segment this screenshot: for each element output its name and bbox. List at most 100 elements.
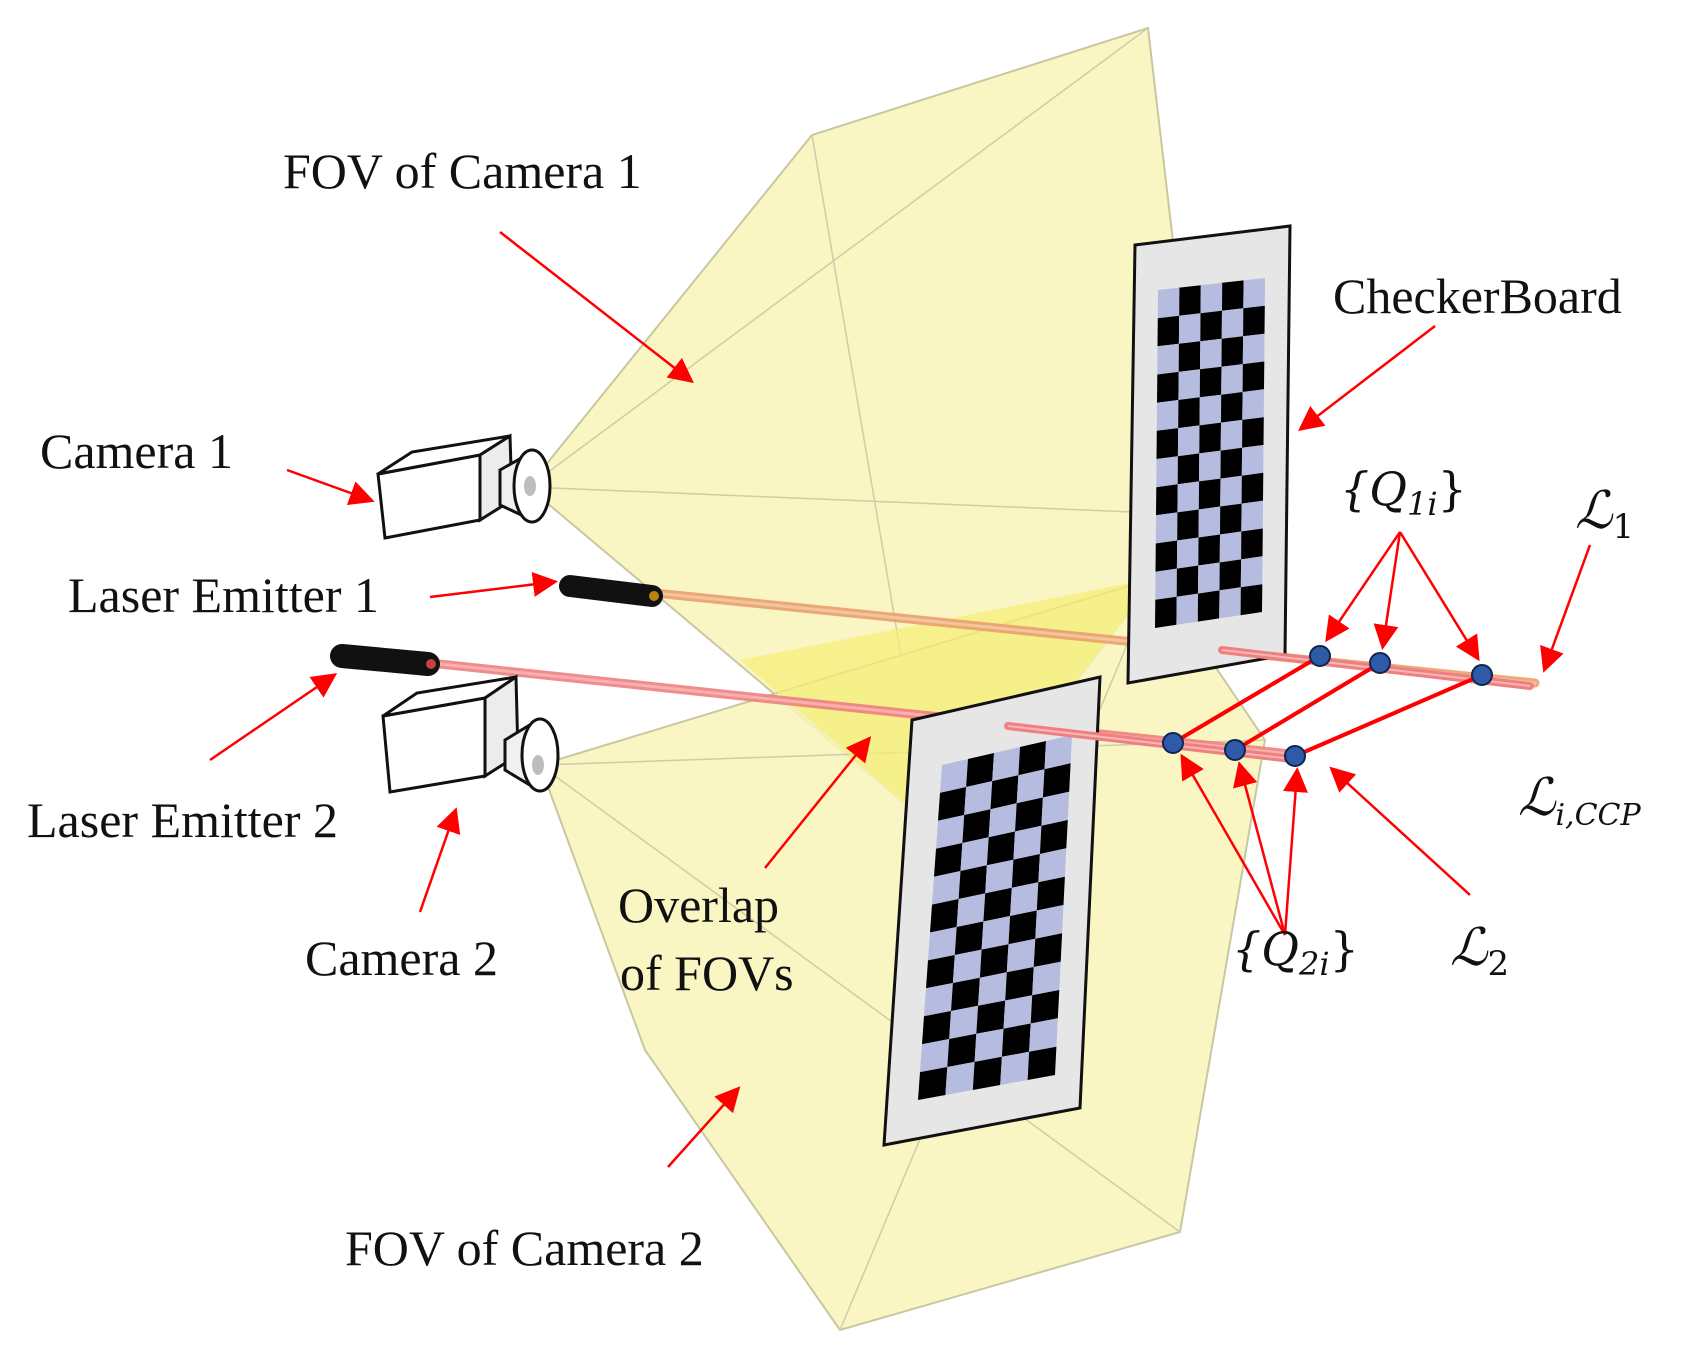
- label-overlap-line2: of FOVs: [620, 945, 794, 1001]
- label-l2: ℒ2: [1450, 918, 1509, 984]
- checkerboard-lower-cell: [960, 837, 989, 871]
- checkerboard-lower-cell: [988, 803, 1017, 838]
- checkerboard-upper-cell: [1220, 419, 1243, 451]
- checkerboard-upper-cell: [1155, 540, 1178, 572]
- point-q1-c: [1471, 664, 1493, 686]
- checkerboard-lower-cell: [958, 865, 987, 899]
- checkerboard-upper-cell: [1221, 336, 1244, 367]
- checkerboard-upper-cell: [1220, 503, 1242, 535]
- checkerboard-upper-cell: [1156, 456, 1178, 488]
- checkerboard-upper-cell: [1156, 428, 1179, 459]
- label-q2i-close: }: [1330, 922, 1359, 976]
- checkerboard-lower-cell: [986, 831, 1015, 866]
- checkerboard-upper-cell: [1197, 590, 1220, 622]
- checkerboard-lower-cell: [1033, 933, 1063, 967]
- checkerboard-lower-cell: [926, 955, 955, 989]
- checkerboard-upper-cell: [1157, 287, 1180, 319]
- arrow-q1-a: [1325, 531, 1402, 643]
- checkerboard-lower-cell: [1010, 882, 1039, 916]
- label-l1-sub: 1: [1612, 507, 1634, 547]
- checkerboard-upper-cell: [1178, 397, 1200, 429]
- checkerboard-lower-cell: [951, 977, 980, 1011]
- checkerboard-lower-cell: [972, 1056, 1002, 1090]
- label-fov-camera-1: FOV of Camera 1: [283, 143, 642, 199]
- checkerboard-lower-cell: [1032, 961, 1061, 996]
- laser-emitter-2-icon: [330, 644, 440, 676]
- checkerboard-lower-cell: [1035, 905, 1064, 939]
- point-q2-c: [1284, 745, 1306, 767]
- checkerboard-lower-cell: [1018, 741, 1046, 776]
- checkerboard-lower-cell: [981, 916, 1011, 950]
- checkerboard-lower-cell: [1027, 1046, 1057, 1080]
- label-q1i: {Q1i}: [1340, 462, 1467, 523]
- checkerboard-upper-cell: [1221, 364, 1243, 395]
- label-fov-camera-2: FOV of Camera 2: [345, 1220, 704, 1276]
- laser-emitter-1-icon: [559, 575, 663, 607]
- checkerboard-lower-cell: [928, 927, 957, 961]
- checkerboard-upper-cell: [1243, 305, 1265, 337]
- checkerboard-upper: [1126, 224, 1292, 685]
- label-q2i: {Q2i}: [1232, 922, 1359, 983]
- checkerboard-upper-cell: [1221, 308, 1244, 339]
- checkerboard-upper-cell: [1176, 593, 1198, 625]
- checkerboard-upper-cell: [1177, 509, 1199, 541]
- checkerboard-upper-cell: [1222, 280, 1244, 311]
- checkerboard-upper-cell: [1220, 475, 1242, 507]
- points-q1i: [1309, 645, 1493, 686]
- checkerboard-upper-cell: [1242, 389, 1264, 420]
- arrow-camera-2: [418, 807, 461, 913]
- arrow-laser-emitter-2: [209, 673, 338, 762]
- checkerboard-upper-cells: [1155, 278, 1265, 628]
- checkerboard-upper-cell: [1199, 422, 1221, 454]
- checkerboard-upper-cell: [1155, 596, 1177, 628]
- label-l1-main: ℒ: [1575, 481, 1614, 541]
- checkerboard-upper-cell: [1199, 450, 1221, 482]
- checkerboard-lower-cell: [985, 859, 1014, 894]
- checkerboard-upper-cell: [1155, 568, 1177, 600]
- arrow-q1-c: [1398, 531, 1480, 662]
- point-q2-b: [1224, 739, 1246, 761]
- arrow-laser-emitter-1: [429, 572, 558, 599]
- checkerboard-lower-cell: [992, 747, 1020, 782]
- label-q1i-sub: 1i: [1407, 485, 1438, 523]
- arrow-checkerboard: [1298, 325, 1436, 432]
- checkerboard-upper-cell: [1242, 417, 1264, 448]
- label-laser-emitter-2: Laser Emitter 2: [27, 792, 338, 848]
- checkerboard-lower-cell: [938, 787, 967, 821]
- checkerboard-lower-cell: [1038, 848, 1067, 883]
- label-camera-1: Camera 1: [40, 423, 233, 479]
- checkerboard-lower-cell: [1013, 825, 1042, 860]
- checkerboard-upper-cell: [1157, 371, 1179, 403]
- camera-2-icon: [381, 674, 560, 794]
- arrow-fov-camera-1: [499, 231, 694, 384]
- label-l-iccp-sub: i,CCP: [1555, 798, 1641, 833]
- checkerboard-upper-cell: [1198, 562, 1220, 594]
- label-l-iccp-main: ℒ: [1518, 768, 1557, 828]
- label-l2-main: ℒ: [1450, 918, 1489, 978]
- checkerboard-lower-cell: [1042, 763, 1071, 798]
- checkerboard-lower-cell: [1000, 1051, 1030, 1085]
- checkerboard-upper-cell: [1219, 587, 1241, 619]
- arrow-l1: [1540, 544, 1592, 673]
- checkerboard-lower-cell: [945, 1061, 975, 1095]
- checkerboard-upper-cell: [1179, 285, 1201, 316]
- checkerboard-upper-cell: [1198, 506, 1221, 538]
- checkerboard-lower-cell: [1036, 876, 1065, 911]
- checkerboard-upper-cell: [1220, 447, 1243, 479]
- checkerboard-upper-cell: [1241, 528, 1263, 560]
- checkerboard-upper-cell: [1155, 512, 1178, 544]
- label-l1: ℒ1: [1575, 481, 1634, 547]
- checkerboard-upper-cell: [1242, 333, 1265, 365]
- points-q2i: [1162, 732, 1306, 767]
- checkerboard-upper-cell: [1156, 400, 1179, 431]
- checkerboard-lower-cell: [949, 1005, 979, 1039]
- checkerboard-lower-cell: [1029, 1018, 1058, 1052]
- checkerboard-lower-cell: [1039, 820, 1068, 854]
- label-q2i-sub: 2i: [1298, 945, 1330, 983]
- arrow-fov-camera-2: [667, 1086, 741, 1168]
- arrow-q2-a: [1180, 753, 1287, 936]
- checkerboard-lower-cell: [964, 781, 993, 815]
- checkerboard-lower-cell: [976, 1000, 1006, 1034]
- checkerboard-upper-cell: [1198, 478, 1221, 510]
